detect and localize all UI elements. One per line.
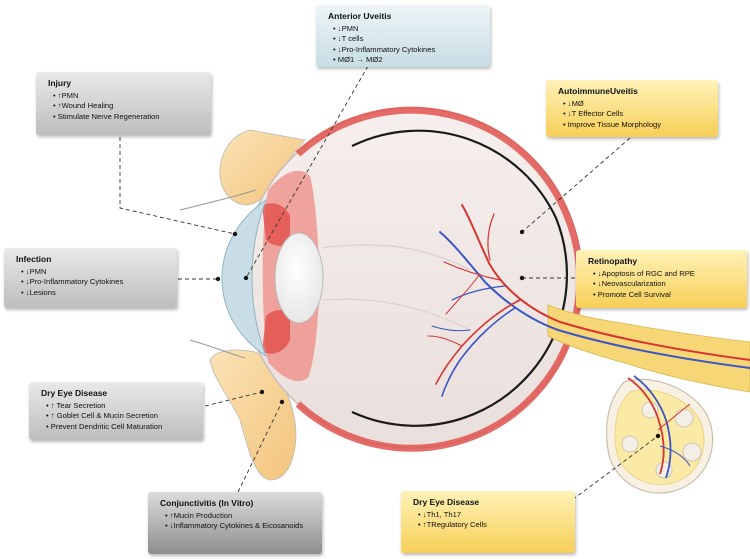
dry-eye-disease-title-left: Dry Eye Disease xyxy=(41,388,108,398)
infection-title: Infection xyxy=(16,254,52,264)
dry-eye-disease-box-right: Dry Eye Disease ↓Th1, Th17 ↑TRegulatory … xyxy=(401,491,575,553)
leader-dots xyxy=(215,229,661,439)
retina-layer xyxy=(351,129,569,427)
retinopathy-title: Retinopathy xyxy=(588,256,638,266)
conjunctivitis-list: ↑Mucin Production ↓Inflammatory Cytokine… xyxy=(160,511,314,532)
list-item: ↓Th1, Th17 xyxy=(418,510,567,520)
retinopathy-box: Retinopathy ↓Apoptosis of RGC and RPE ↓N… xyxy=(576,250,747,308)
injury-box: Injury ↑PMN ↑Wound Healing Stimulate Ner… xyxy=(36,72,211,135)
leader-lines xyxy=(119,65,659,513)
lens xyxy=(274,232,324,324)
autoimmune-uveitis-box: AutoimmuneUveitis ↓MØ ↓T Effector Cells … xyxy=(546,80,718,137)
list-item: ↑PMN xyxy=(53,91,203,101)
list-item: ↓PMN xyxy=(333,24,482,34)
injury-list: ↑PMN ↑Wound Healing Stimulate Nerve Rege… xyxy=(48,91,203,122)
injury-title: Injury xyxy=(48,78,72,88)
dry-eye-disease-title-right: Dry Eye Disease xyxy=(413,497,480,507)
list-item: ↓Neovascularization xyxy=(593,279,739,289)
list-item: Promote Cell Survival xyxy=(593,290,739,300)
vitreous-line xyxy=(321,298,471,331)
list-item: ↑ Goblet Cell & Mucin Secretion xyxy=(46,411,195,421)
list-item: ↓PMN xyxy=(21,267,169,277)
list-item: ↓MØ xyxy=(563,99,710,109)
list-item: ↓Apoptosis of RGC and RPE xyxy=(593,269,739,279)
list-item: Stimulate Nerve Regeneration xyxy=(53,112,203,122)
autoimmune-uveitis-list: ↓MØ ↓T Effector Cells Improve Tissue Mor… xyxy=(558,99,710,130)
list-item: ↑Mucin Production xyxy=(165,511,314,521)
upper-eyelid-outline xyxy=(179,189,257,211)
list-item: ↑ Tear Secretion xyxy=(46,401,195,411)
list-item: Improve Tissue Morphology xyxy=(563,120,710,130)
optic-nerve xyxy=(547,304,750,393)
list-item: ↓Pro-Inflammatory Cytokines xyxy=(21,277,169,287)
conjunctivitis-title: Conjunctivitis (In Vitro) xyxy=(160,498,254,508)
list-item: Prevent Dendritic Cell Maturation xyxy=(46,422,195,432)
dry-eye-disease-list-right: ↓Th1, Th17 ↑TRegulatory Cells xyxy=(413,510,567,531)
dry-eye-disease-box-left: Dry Eye Disease ↑ Tear Secretion ↑ Goble… xyxy=(29,382,203,440)
conjunctivitis-box: Conjunctivitis (In Vitro) ↑Mucin Product… xyxy=(148,492,322,554)
list-item: ↓Inflammatory Cytokines & Eicosanoids xyxy=(165,521,314,531)
anterior-uveitis-box: Anterior Uveitis ↓PMN ↓T cells ↓Pro-Infl… xyxy=(316,5,490,67)
retinopathy-list: ↓Apoptosis of RGC and RPE ↓Neovasculariz… xyxy=(588,269,739,300)
lower-eyelid-outline xyxy=(189,339,246,359)
anterior-uveitis-title: Anterior Uveitis xyxy=(328,11,392,21)
retinal-vessels xyxy=(427,204,750,397)
list-item: ↓Pro-Inflammatory Cytokines xyxy=(333,45,482,55)
anterior-uveitis-list: ↓PMN ↓T cells ↓Pro-Inflammatory Cytokine… xyxy=(328,24,482,66)
lower-eyelid xyxy=(209,349,297,481)
iris xyxy=(262,203,290,354)
autoimmune-uveitis-title: AutoimmuneUveitis xyxy=(558,86,638,96)
list-item: ↑Wound Healing xyxy=(53,101,203,111)
list-item: MØ1 → MØ2 xyxy=(333,55,482,65)
infection-list: ↓PMN ↓Pro-Inflammatory Cytokines ↓Lesion… xyxy=(16,267,169,298)
dry-eye-disease-list-left: ↑ Tear Secretion ↑ Goblet Cell & Mucin S… xyxy=(41,401,195,432)
list-item: ↓T Effector Cells xyxy=(563,109,710,119)
list-item: ↓T cells xyxy=(333,34,482,44)
list-item: ↓Lesions xyxy=(21,288,169,298)
infection-box: Infection ↓PMN ↓Pro-Inflammatory Cytokin… xyxy=(4,248,177,308)
list-item: ↑TRegulatory Cells xyxy=(418,520,567,530)
vitreous-line xyxy=(321,244,471,271)
